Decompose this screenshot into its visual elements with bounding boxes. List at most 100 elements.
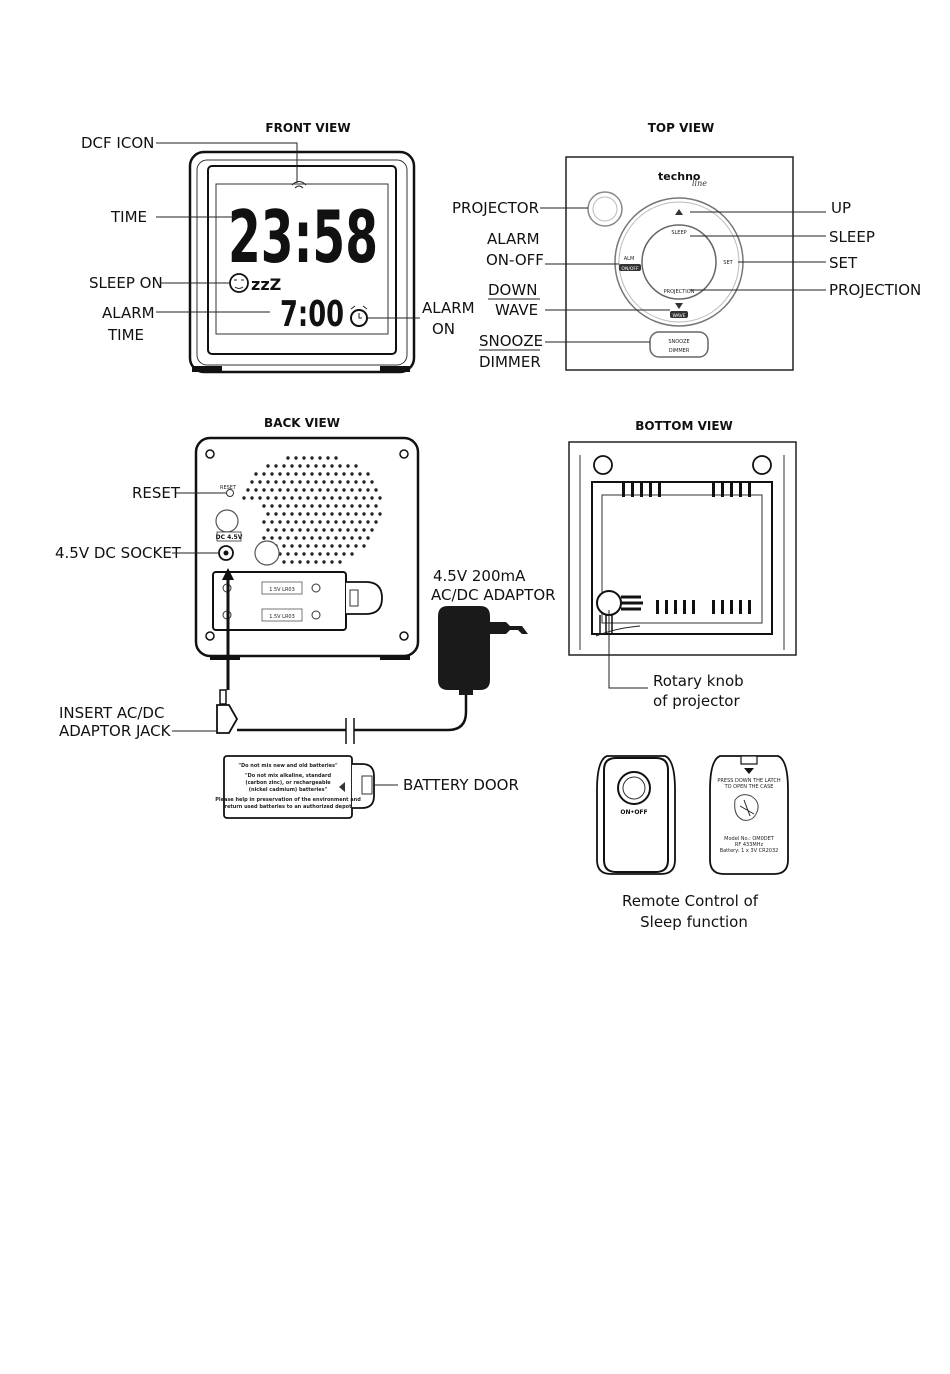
speaker-hole (330, 528, 334, 532)
adaptor-plug-pins (490, 622, 528, 634)
vent-slot (649, 483, 652, 497)
label-dimmer: DIMMER (479, 353, 541, 371)
snooze-dimmer-button[interactable] (649, 331, 709, 358)
speaker-hole (342, 488, 346, 492)
label-alarm-onoff-2: ON-OFF (486, 251, 544, 269)
center-button[interactable] (641, 224, 717, 300)
battery-door-arrow-icon (339, 782, 345, 792)
speaker-hole (310, 488, 314, 492)
label-insert-jack-1: INSERT AC/DC (59, 704, 164, 722)
speaker-hole (270, 488, 274, 492)
speaker-hole (278, 520, 282, 524)
speaker-hole (278, 536, 282, 540)
vent-slot (712, 483, 715, 497)
speaker-hole (310, 472, 314, 476)
speaker-hole (278, 504, 282, 508)
speaker-hole (294, 472, 298, 476)
speaker-hole (286, 552, 290, 556)
reset-button[interactable] (226, 489, 234, 497)
speaker-hole (318, 552, 322, 556)
speaker-hole (274, 528, 278, 532)
speaker-hole (354, 528, 358, 532)
speaker-hole (366, 536, 370, 540)
speaker-hole (354, 544, 358, 548)
brand-line: line (692, 179, 707, 188)
speaker-hole (318, 488, 322, 492)
speaker-hole (314, 544, 318, 548)
speaker-hole (270, 472, 274, 476)
speaker-hole (338, 528, 342, 532)
speaker-hole (334, 552, 338, 556)
speaker-hole (262, 504, 266, 508)
vent-slot (721, 600, 724, 614)
speaker-hole (326, 520, 330, 524)
btn-snooze-text: SNOOZE (668, 339, 689, 345)
speaker-hole (370, 528, 374, 532)
remote-onoff-button-inner (622, 776, 646, 800)
speaker-hole (322, 496, 326, 500)
label-alarm-onoff-1: ALARM (487, 230, 540, 248)
speaker-hole (366, 488, 370, 492)
bottom-side-lines (579, 455, 785, 650)
door-text-3: (carbon zinc), or rechargeable (245, 780, 331, 786)
label-reset: RESET (132, 484, 181, 502)
speaker-hole (342, 520, 346, 524)
speaker-hole (290, 464, 294, 468)
speaker-hole (350, 488, 354, 492)
speaker-hole (310, 536, 314, 540)
label-dcf-icon: DCF ICON (81, 134, 154, 152)
label-adaptor-1: 4.5V 200mA (433, 567, 526, 585)
alm-onoff-badge (619, 264, 641, 271)
speaker-hole (342, 472, 346, 476)
front-foot-right (380, 366, 410, 372)
speaker-hole (262, 488, 266, 492)
label-snooze: SNOOZE (479, 332, 543, 350)
speaker-hole (362, 512, 366, 516)
speaker-hole (294, 504, 298, 508)
leader-dcf-icon (156, 142, 298, 183)
speaker-hole (342, 552, 346, 556)
speaker-hole (246, 488, 250, 492)
leader-rotary-knob (608, 610, 648, 689)
vent-slot (683, 600, 686, 614)
label-set: SET (829, 254, 858, 272)
speaker-hole (282, 544, 286, 548)
speaker-hole (334, 536, 338, 540)
speaker-hole (290, 512, 294, 516)
jack-tip (219, 689, 227, 705)
speaker-hole (354, 512, 358, 516)
dc-socket-text: DC 4.5V (216, 534, 243, 541)
speaker-hole (306, 464, 310, 468)
speaker-hole (334, 456, 338, 460)
speaker-hole (302, 488, 306, 492)
speaker-hole (358, 488, 362, 492)
battery-cell-2-text: 1.5V LR03 (269, 614, 295, 620)
cable-break-mark (345, 718, 355, 744)
speaker-hole (298, 528, 302, 532)
speaker-hole (294, 536, 298, 540)
speaker-hole (314, 560, 318, 564)
speaker-hole (362, 480, 366, 484)
lcd-frame (207, 165, 397, 355)
speaker-hole (358, 520, 362, 524)
speaker-hole (286, 456, 290, 460)
remote-latch-arrow-icon (744, 768, 754, 774)
speaker-hole (286, 504, 290, 508)
speaker-hole (326, 472, 330, 476)
speaker-hole (250, 496, 254, 500)
speaker-hole (298, 544, 302, 548)
label-alarm-time-1: ALARM (102, 304, 155, 322)
speaker-hole (362, 496, 366, 500)
back-view: BACK VIEW RESET DC 4.5V 1.5V LR03 (55, 416, 556, 819)
btn-sleep-text: SLEEP (671, 230, 686, 236)
vent-slot (730, 483, 733, 497)
speaker-hole (294, 520, 298, 524)
speaker-hole (378, 496, 382, 500)
speaker-hole (314, 464, 318, 468)
vent-slot (739, 600, 742, 614)
btn-alm-text: ALM (624, 256, 635, 262)
vent-slot (721, 483, 724, 497)
speaker-hole (290, 496, 294, 500)
speaker-hole (270, 520, 274, 524)
speaker-hole (358, 472, 362, 476)
